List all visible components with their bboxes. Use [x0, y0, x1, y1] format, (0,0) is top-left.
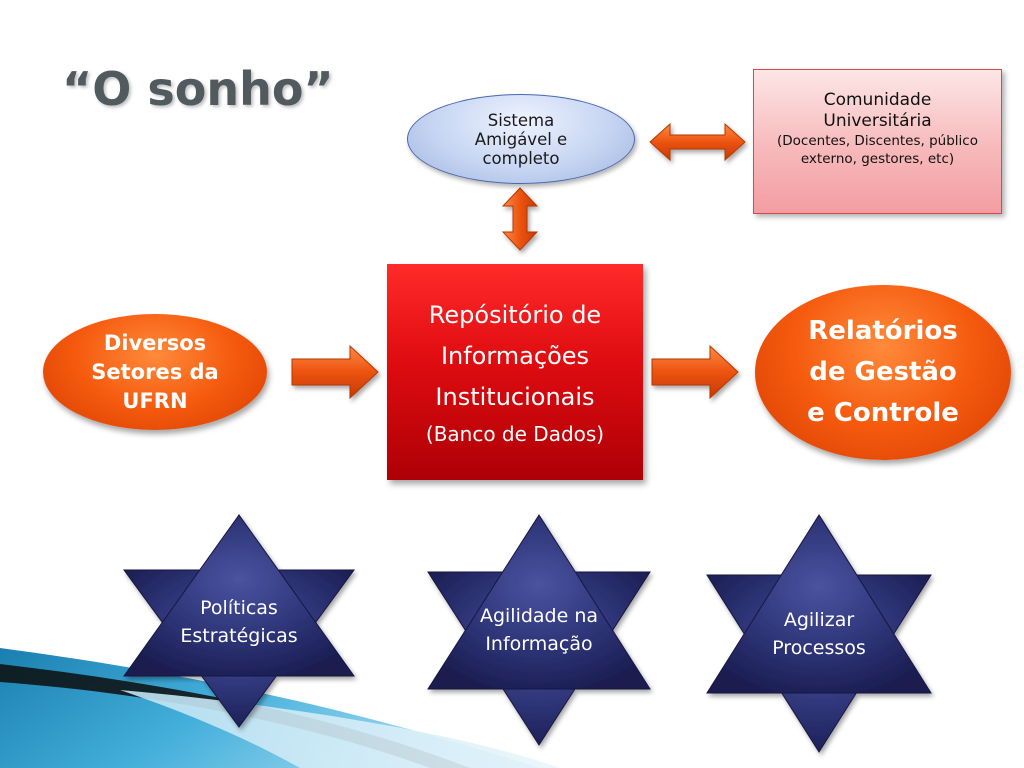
node-comunidade: Comunidade Universitária (Docentes, Disc… [753, 69, 1002, 214]
arrow-diversos-to-repositorio [291, 344, 379, 400]
star-label-agilizar: Agilizar Processos [744, 602, 894, 666]
star-label-agilidade: Agilidade na Informação [459, 598, 619, 662]
node-diversos-line-3: UFRN [122, 388, 188, 413]
node-comunidade-line-1: Comunidade [823, 90, 932, 110]
star-politicas-line-1: Políticas [200, 597, 278, 619]
star-label-politicas: Políticas Estratégicas [164, 590, 314, 654]
node-comunidade-line-2: Universitária [823, 111, 932, 131]
star-shape-agilidade [427, 514, 651, 746]
slide-title: “O sonho” [62, 62, 334, 116]
star-shape-politicas [123, 513, 355, 728]
node-repositorio-line-1: Repósitório de [428, 300, 602, 329]
node-relatorios: Relatórios de Gestão e Controle [755, 285, 1011, 460]
node-diversos: Diversos Setores da UFRN [43, 314, 267, 430]
double-arrow-horizontal [649, 122, 746, 162]
node-diversos-line-1: Diversos [103, 330, 207, 355]
node-relatorios-line-2: de Gestão [809, 357, 957, 387]
star-politicas-line-2: Estratégicas [180, 625, 298, 647]
arrow-repositorio-to-relatorios [651, 344, 739, 400]
node-sistema-line-1: Sistema [487, 110, 555, 130]
node-repositorio: Repósitório de Informações Institucionai… [387, 264, 643, 480]
node-repositorio-subtitle: (Banco de Dados) [425, 421, 605, 446]
node-relatorios-line-1: Relatórios [808, 316, 958, 346]
star-agilidade-line-2: Informação [485, 633, 593, 655]
star-shape-agilizar [706, 514, 932, 753]
node-comunidade-detail: (Docentes, Discentes, público externo, g… [777, 133, 978, 167]
node-sistema: Sistema Amigável e completo [407, 94, 635, 184]
node-sistema-line-2: Amigável e [474, 129, 568, 149]
double-arrow-vertical [501, 187, 539, 251]
node-relatorios-line-3: e Controle [807, 398, 959, 428]
star-agilidade-line-1: Agilidade na [479, 605, 599, 627]
node-repositorio-line-3: Institucionais [435, 382, 595, 411]
star-agilizar-line-1: Agilizar [783, 609, 855, 631]
star-agilizar-line-2: Processos [772, 637, 866, 659]
node-sistema-line-3: completo [482, 148, 560, 168]
node-diversos-line-2: Setores da [91, 359, 219, 384]
node-repositorio-line-2: Informações [440, 341, 590, 370]
